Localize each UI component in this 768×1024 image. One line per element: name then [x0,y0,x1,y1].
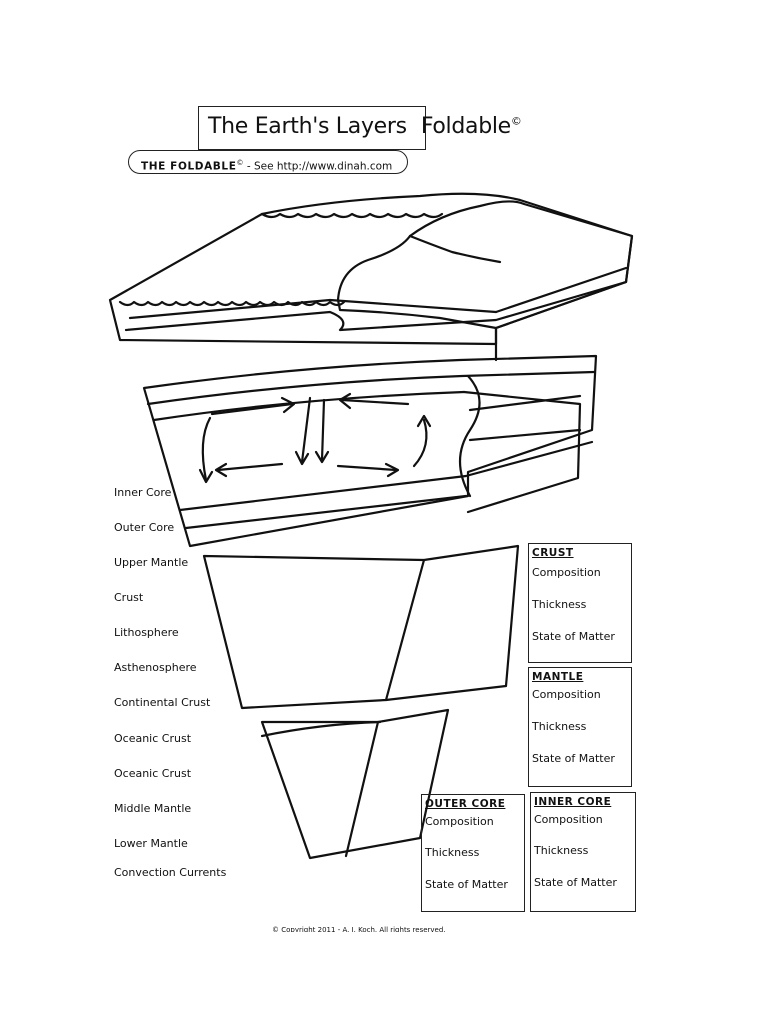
convection-arrow-right-down [412,418,428,468]
mantle-slab-outline [142,354,598,548]
term-item: Middle Mantle [114,802,192,815]
card-row-composition: Composition [532,566,601,579]
term-item: Oceanic Crust [114,732,192,745]
crust-top-wavy-edge [118,300,346,307]
convection-arrow-top-left [210,402,294,416]
mantle-lower-band-1 [178,440,594,512]
title-copyright-mark: © [510,114,522,128]
mountain-range [336,200,634,330]
convection-arrow-bottom-left [216,462,284,472]
term-item: Outer Core [114,521,175,534]
inner-core-top-curve [260,720,382,738]
convection-arrow-center-up [300,396,312,464]
convection-arrowhead-bottom-right [384,462,400,478]
convection-arrow-top-right [340,398,410,406]
mantle-upper-band-2 [152,390,466,422]
convection-arrowhead-bottom-left [214,462,228,478]
convection-arrowhead-center [294,450,310,466]
mantle-right-face-top [462,390,582,514]
crust-layer-line-1 [124,280,628,332]
term-item: Oceanic Crust [114,767,192,780]
copyright-footer: © Copyright 2011 - A. J. Koch. All right… [272,926,446,932]
card-row-state-of-matter: State of Matter [532,630,615,643]
pill-url-text: - See http://www.dinah.com [243,160,393,173]
crust-layer-line-2 [128,298,498,320]
card-row-thickness: Thickness [534,844,589,857]
mantle-right-face-lines [468,394,582,442]
crust-slab-outline [108,192,634,346]
card-row-thickness: Thickness [532,598,587,611]
card-row-composition: Composition [425,815,494,828]
mountain-ridge-line [408,234,502,264]
card-row-composition: Composition [534,813,603,826]
term-item: Inner Core [114,486,172,499]
convection-arrow-left-down [201,416,212,482]
outer-core-card-title: OUTER CORE [425,798,506,810]
title-frame [198,106,426,150]
title-rest-text: Foldable [420,114,511,139]
crust-back-wavy-edge [260,212,444,219]
mantle-plume [459,374,481,498]
inner-core-card-title: INNER CORE [534,796,612,808]
mantle-lower-band-2 [184,494,468,530]
crust-card: CRUST Composition Thickness State of Mat… [528,543,632,663]
title-boxed-text: The Earth's Layers [208,114,407,139]
term-item: Lower Mantle [114,837,188,850]
term-item: Asthenosphere [114,661,197,674]
page-title: The Earth's Layers Foldable© [208,114,522,139]
card-row-thickness: Thickness [425,846,480,859]
outer-core-segment [202,544,520,710]
term-item: Continental Crust [114,696,211,709]
inner-core-card: INNER CORE Composition Thickness State o… [530,792,636,912]
mantle-card: MANTLE Composition Thickness State of Ma… [528,667,632,787]
outer-core-card: OUTER CORE Composition Thickness State o… [421,794,525,912]
inner-core-divider [344,720,380,858]
crust-card-title: CRUST [532,547,574,559]
crust-slab [108,192,634,362]
convection-arrowhead-top-right [338,392,352,410]
pill-mark: © [236,159,244,167]
convection-arrowhead-right-up [416,414,432,428]
mantle-upper-band-1 [146,370,596,406]
convection-arrow-bottom-right [336,464,398,472]
convection-arrow-center-right [320,398,326,462]
card-row-state-of-matter: State of Matter [532,752,615,765]
convection-arrowhead-left-down [198,468,214,484]
inner-core-segment [260,708,450,860]
mantle-card-title: MANTLE [532,671,584,683]
card-row-state-of-matter: State of Matter [425,878,508,891]
mantle-slab [142,354,598,548]
card-row-composition: Composition [532,688,601,701]
crust-right-face-line [494,266,628,314]
pill-brand: THE FOLDABLE [141,160,237,173]
card-row-thickness: Thickness [532,720,587,733]
term-item: Upper Mantle [114,556,189,569]
convection-arrowhead-top-left [280,396,296,414]
term-item: Crust [114,591,144,604]
outer-core-outline [202,544,520,710]
convection-arrowhead-center-right [314,450,330,464]
term-item: Convection Currents [114,866,227,879]
card-row-state-of-matter: State of Matter [534,876,617,889]
outer-core-divider [384,558,426,702]
term-item: Lithosphere [114,626,179,639]
foldable-reference-pill: THE FOLDABLE© - See http://www.dinah.com [128,150,408,174]
